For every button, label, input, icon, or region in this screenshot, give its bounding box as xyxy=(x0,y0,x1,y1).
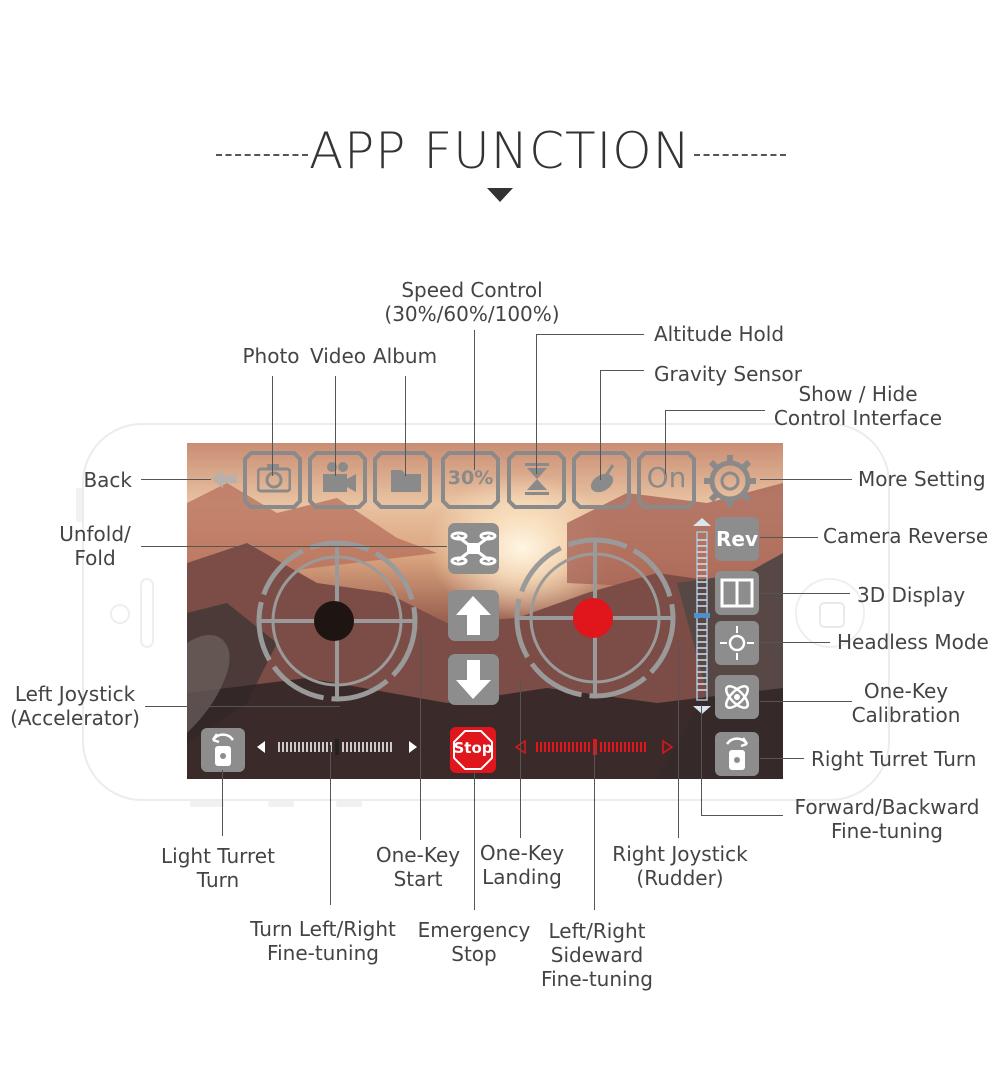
leader-show-hide-h xyxy=(665,410,765,411)
title-left-dash xyxy=(216,154,308,156)
leader-side-fine xyxy=(594,745,595,910)
stop-icon[interactable] xyxy=(449,726,497,774)
gear-icon[interactable] xyxy=(702,453,758,509)
leader-altitude-hold-h xyxy=(536,334,644,335)
label-album: Album xyxy=(372,344,438,368)
leader-camera-reverse xyxy=(760,537,818,538)
stop-label: Stop xyxy=(453,739,493,757)
label-left-joystick: Left Joystick(Accelerator) xyxy=(10,682,140,730)
leader-light-turret xyxy=(222,770,223,836)
leader-one-key-landing xyxy=(520,680,521,838)
altitude-hold-icon[interactable] xyxy=(525,463,549,495)
label-3d-display: 3D Display xyxy=(857,583,966,607)
top-toolbar xyxy=(243,451,696,509)
right-turret-turn-icon[interactable] xyxy=(715,732,759,776)
calibration-icon[interactable] xyxy=(715,675,759,719)
camera-icon[interactable] xyxy=(257,463,291,493)
left-joystick[interactable] xyxy=(249,533,425,709)
leader-speed-control xyxy=(474,330,475,470)
arrow-up-icon[interactable] xyxy=(447,589,500,642)
leader-fb-fine xyxy=(701,705,702,815)
leader-back xyxy=(141,479,211,480)
label-right-joystick: Right Joystick(Rudder) xyxy=(612,842,748,890)
phone-bottom-button xyxy=(336,801,362,807)
label-back: Back xyxy=(83,468,132,492)
label-headless-mode: Headless Mode xyxy=(837,630,989,654)
title-down-arrow xyxy=(487,188,513,202)
headless-mode-icon[interactable] xyxy=(715,621,759,665)
show-hide-toggle[interactable]: On xyxy=(646,461,687,494)
phone-bottom-button xyxy=(190,801,224,807)
phone-side-button xyxy=(76,488,82,522)
leader-gravity-sensor-h xyxy=(600,370,644,371)
leader-fb-fine-h xyxy=(701,815,783,816)
unfold-drone-icon[interactable] xyxy=(447,522,500,575)
label-right-turret-turn: Right Turret Turn xyxy=(811,747,977,771)
folder-icon[interactable] xyxy=(390,465,422,493)
leader-altitude-hold xyxy=(536,334,537,474)
label-speed-control: Speed Control(30%/60%/100%) xyxy=(384,278,560,326)
phone-home-button xyxy=(795,578,865,648)
label-photo: Photo xyxy=(242,344,300,368)
leader-emergency xyxy=(474,770,475,910)
right-joystick[interactable] xyxy=(507,530,683,706)
leader-photo xyxy=(272,376,273,476)
leader-right-turret xyxy=(760,758,804,759)
phone-camera xyxy=(110,604,130,624)
leader-more-setting xyxy=(760,479,852,480)
title-right-dash xyxy=(694,154,786,156)
phone-bottom-button xyxy=(268,801,294,807)
3d-display-icon[interactable] xyxy=(715,571,759,615)
leader-right-joystick xyxy=(678,640,679,838)
turn-fine-tuning-slider[interactable] xyxy=(257,738,417,756)
leader-turn-fine xyxy=(330,745,331,905)
leader-one-key-start xyxy=(420,630,421,840)
left-turret-turn-icon[interactable] xyxy=(201,728,245,772)
label-more-setting: More Setting xyxy=(858,467,986,491)
label-camera-reverse: Camera Reverse xyxy=(823,524,989,548)
speed-control-button[interactable]: 30% xyxy=(447,467,494,489)
leader-headless xyxy=(760,642,830,643)
label-altitude-hold: Altitude Hold xyxy=(654,322,785,346)
label-video: Video xyxy=(309,344,367,368)
label-unfold-fold: Unfold/Fold xyxy=(59,522,131,570)
leader-album xyxy=(405,376,406,476)
app-screen: 30% On xyxy=(187,443,783,779)
leader-calibration xyxy=(760,701,852,702)
video-camera-icon[interactable] xyxy=(321,461,357,495)
leader-video xyxy=(335,376,336,476)
forward-backward-fine-tuning-slider[interactable] xyxy=(691,516,713,716)
arrow-down-icon[interactable] xyxy=(447,653,500,706)
camera-reverse-button[interactable]: Rev xyxy=(715,517,759,561)
leader-show-hide xyxy=(665,410,666,474)
phone-speaker xyxy=(140,578,154,648)
label-gravity-sensor: Gravity Sensor xyxy=(654,362,802,386)
leader-3d-display xyxy=(760,593,850,594)
leader-gravity-sensor xyxy=(600,370,601,480)
back-arrow-icon[interactable] xyxy=(209,468,239,490)
page-title: APP FUNCTION xyxy=(308,122,692,180)
leader-left-joystick xyxy=(145,706,340,707)
gravity-sensor-icon[interactable] xyxy=(587,463,619,495)
leader-unfold xyxy=(141,546,447,547)
